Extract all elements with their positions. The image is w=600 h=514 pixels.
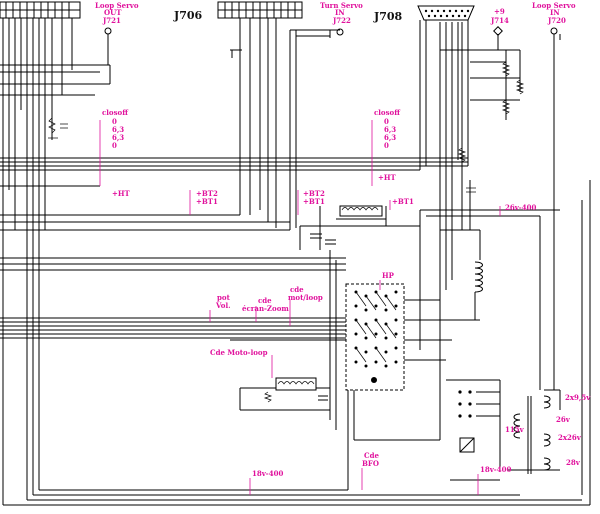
wiring-right-area (419, 22, 561, 390)
label-bt1-c: +BT1 (392, 197, 414, 206)
svg-text:OUT: OUT (104, 8, 122, 17)
label-18v-400-right: 18v-400 (480, 465, 511, 474)
label-cde-ecran-zoom: écran-Zoom (242, 304, 289, 313)
connector-j706-header (217, 1, 303, 19)
wiring-hp-inputs (0, 250, 480, 430)
label-2x9-5v: 2x9,5v (565, 393, 591, 402)
mains-transformer (508, 180, 591, 505)
label-bt1-a: +BT1 (196, 197, 218, 206)
small-capacitor-left (48, 117, 68, 139)
svg-text:J721: J721 (102, 16, 121, 25)
hp-block (345, 283, 405, 391)
label-bt2-b: +BT2 (303, 189, 325, 198)
svg-text:Loop Servo: Loop Servo (532, 1, 576, 10)
svg-text:6,3: 6,3 (112, 133, 124, 142)
svg-text:closoff: closoff (374, 108, 401, 117)
svg-text:0: 0 (112, 117, 117, 126)
svg-text:J714: J714 (490, 16, 509, 25)
svg-text:+9: +9 (494, 7, 505, 16)
switch-bank-right (446, 379, 501, 470)
wiring-horizontal-bus (0, 18, 469, 231)
label-cde-moto-loop: Cde Moto-loop (210, 348, 268, 357)
svg-text:0: 0 (384, 141, 389, 150)
svg-text:Turn Servo: Turn Servo (320, 1, 363, 10)
connector-plus9: +9 J714 (490, 7, 509, 36)
svg-text:closoff: closoff (102, 108, 129, 117)
label-28v: 28v (566, 458, 581, 467)
svg-text:IN: IN (550, 8, 560, 17)
svg-text:J722: J722 (332, 16, 351, 25)
connector-j708-label: J708 (373, 10, 403, 23)
label-pot: pot (217, 293, 231, 302)
label-cde-mot: cde (290, 285, 304, 294)
svg-text:0: 0 (112, 141, 117, 150)
label-bt2-a: +BT2 (196, 189, 218, 198)
svg-text:6,3: 6,3 (384, 133, 396, 142)
voltage-group-left: closoff 0 6,3 6,3 0 (102, 108, 129, 150)
label-cde-ecran: cde (258, 296, 272, 305)
moto-loop-transformer (239, 377, 330, 411)
label-bfo: BFO (362, 459, 379, 468)
connector-j708-header (417, 5, 475, 21)
wiring-left-bundle (0, 18, 111, 505)
label-mot-loop: mot/loop (288, 293, 323, 302)
annotation-leaders (99, 120, 501, 495)
label-18v-400-left: 18v-400 (252, 469, 283, 478)
label-hp: HP (382, 271, 395, 280)
label-26v: 26v (556, 415, 571, 424)
label-115v: 115v (505, 425, 525, 434)
connector-j706-label: J706 (173, 9, 203, 22)
inductor-coil (474, 261, 483, 320)
connector-j721-header (0, 1, 81, 19)
svg-text:Loop Servo: Loop Servo (95, 1, 139, 10)
central-transformer (299, 205, 420, 250)
svg-text:0: 0 (384, 117, 389, 126)
svg-text:IN: IN (335, 8, 345, 17)
label-2x26v: 2x26v (558, 433, 582, 442)
voltage-group-right: closoff 0 6,3 6,3 0 (374, 108, 401, 150)
svg-text:J720: J720 (547, 16, 566, 25)
label-cde-bfo: Cde (364, 451, 379, 460)
connector-loop-servo-in: Loop Servo IN J720 (532, 1, 576, 35)
svg-text:6,3: 6,3 (112, 125, 124, 134)
label-26v-400: 26v-400 (505, 203, 536, 212)
svg-text:6,3: 6,3 (384, 125, 396, 134)
wiring-bottom-bus (3, 300, 590, 506)
label-ht-right: +HT (378, 173, 396, 182)
label-bt1-b: +BT1 (303, 197, 325, 206)
resistor-ladder (457, 61, 525, 193)
label-vol: Vol. (215, 301, 231, 310)
label-ht-left: +HT (112, 189, 130, 198)
connector-loop-servo-out: Loop Servo OUT J721 (95, 1, 139, 35)
